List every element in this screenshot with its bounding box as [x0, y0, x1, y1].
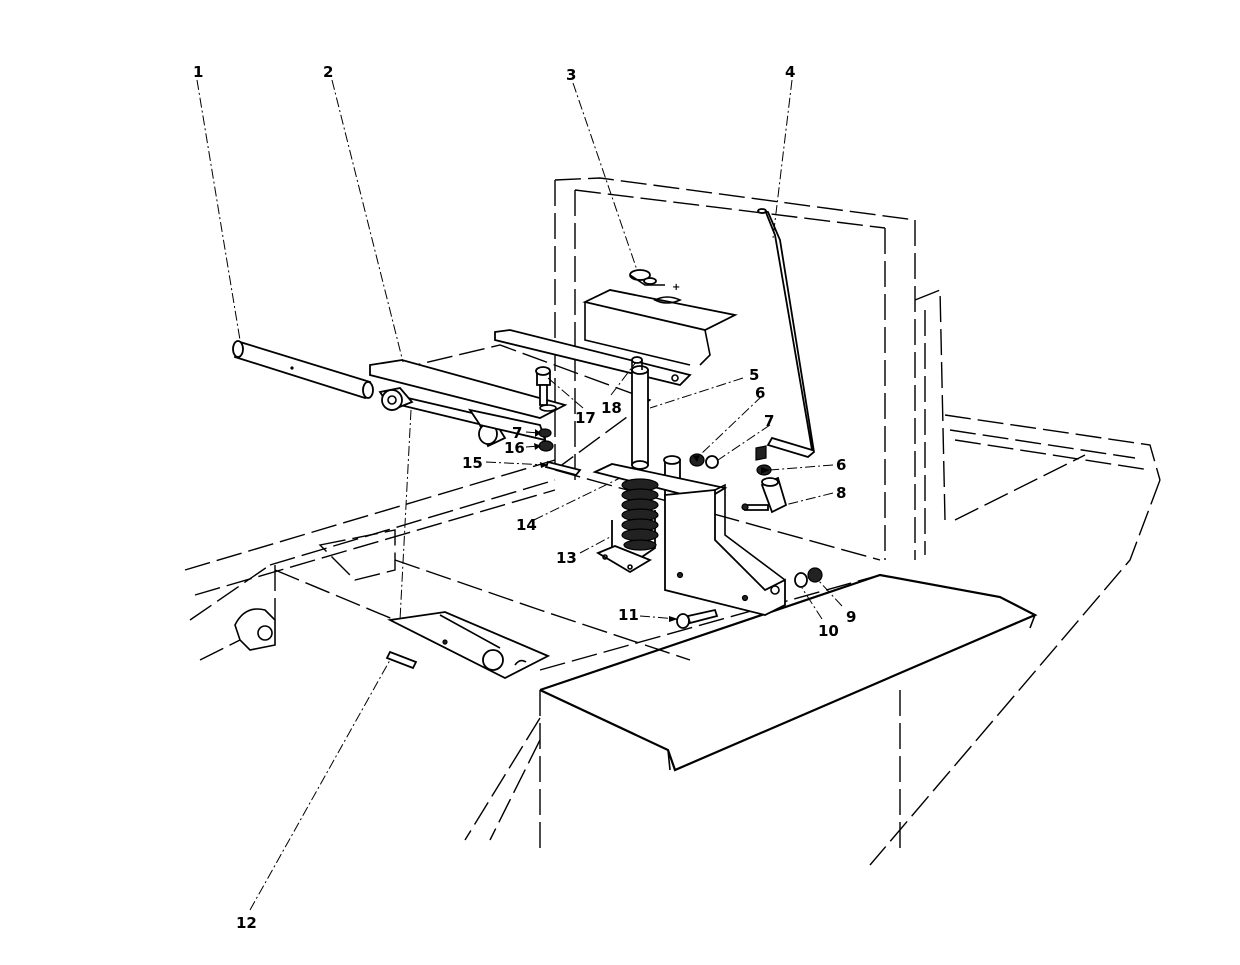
bolt-part-7-right [755, 445, 767, 461]
callout-17: 17 [575, 409, 596, 427]
callout-18: 18 [601, 399, 622, 417]
callout-6b: 6 [836, 456, 846, 474]
washer-part-7-right [705, 455, 719, 469]
callout-2: 2 [323, 63, 333, 81]
callout-16: 16 [504, 439, 525, 457]
bolt-part-11 [676, 608, 719, 629]
arm-bracket-part-2 [369, 359, 568, 448]
mounting-plate [394, 344, 652, 471]
callout-8: 8 [836, 484, 846, 502]
callout-labels: 1 2 3 4 5 6 6 7 7 8 9 10 11 12 13 14 15 … [193, 63, 856, 932]
callout-7a: 7 [512, 424, 522, 442]
eye-clip-part-3: + [629, 269, 680, 293]
callout-1: 1 [193, 63, 203, 81]
callout-5: 5 [749, 366, 759, 384]
leader-lines [196, 79, 843, 911]
nut-part-9 [807, 567, 823, 583]
callout-10: 10 [818, 622, 839, 640]
callout-4: 4 [785, 63, 795, 81]
washer-part-10 [794, 572, 808, 588]
callout-11: 11 [618, 606, 639, 624]
swivel-bracket [494, 289, 738, 386]
bolt-part-17 [535, 366, 557, 412]
link-rod-part-4 [757, 208, 815, 459]
callout-7b: 7 [764, 412, 774, 430]
leader-arrows [534, 429, 770, 622]
pin-part-18 [631, 356, 643, 370]
roll-pin-part-12 [385, 650, 418, 670]
spring-coil [621, 478, 659, 551]
front-lid [539, 573, 1038, 772]
callout-15: 15 [462, 454, 483, 472]
callout-12: 12 [236, 914, 257, 932]
spring-assembly [592, 463, 728, 574]
callout-6a: 6 [755, 384, 765, 402]
svg-text:+: + [672, 282, 680, 293]
vertical-bracket [664, 483, 786, 616]
nut-part-16 [538, 440, 554, 452]
clevis-part-8 [741, 476, 788, 514]
callout-14: 14 [516, 516, 537, 534]
cabinet-outline [184, 177, 1161, 866]
rod-part-1 [232, 340, 374, 400]
hinge-plate [387, 611, 551, 680]
callout-9: 9 [846, 608, 856, 626]
callout-13: 13 [556, 549, 577, 567]
callout-3: 3 [566, 66, 576, 84]
hardware-items: + [385, 269, 823, 680]
